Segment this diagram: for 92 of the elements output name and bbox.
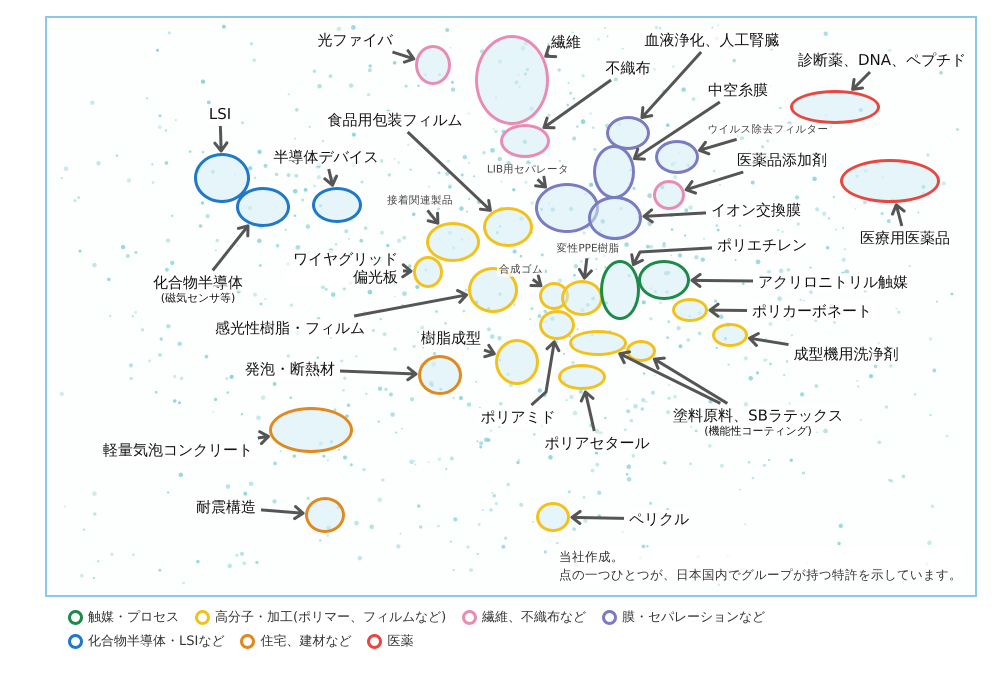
category-note: (機能性コーティング) (702, 424, 814, 438)
cluster-ellipse (535, 183, 599, 233)
legend-label: 住宅、建材など (260, 633, 352, 650)
arrow (630, 246, 712, 266)
category-label: 食品用包装フィルム (326, 111, 464, 129)
arrow (708, 302, 748, 318)
cluster-ellipse (415, 45, 451, 85)
cluster-ellipse (653, 180, 685, 210)
cluster-ellipse (194, 153, 250, 203)
cluster-ellipse (413, 256, 443, 288)
category-label: 発泡・断熱材 (243, 360, 337, 378)
arrow (530, 340, 560, 406)
legend-label: 繊維、不織布など (482, 609, 586, 626)
category-label: 樹脂成型 (419, 329, 483, 347)
arrow (406, 130, 492, 212)
arrow (684, 170, 744, 195)
arrow (851, 70, 872, 91)
arrow (323, 168, 338, 187)
cluster-ellipse (638, 260, 690, 300)
arrow (748, 332, 789, 347)
category-label: ポリアセタール (542, 434, 652, 452)
cluster-ellipse (558, 364, 606, 390)
category-label: ワイヤグリッド偏光板 (286, 250, 400, 286)
category-label: 感光性樹脂・フィルム (213, 319, 367, 337)
cluster-ellipse (655, 140, 699, 174)
legend-label: 膜・セパレーションなど (622, 609, 766, 626)
cluster-ellipse (600, 260, 640, 320)
arrow (212, 224, 250, 272)
arrow (213, 126, 228, 152)
category-label: 成型機用洗浄剤 (792, 345, 900, 363)
arrow (544, 45, 558, 58)
cluster-ellipse (236, 187, 290, 227)
category-label: 医薬品添加剤 (735, 151, 829, 169)
category-label: 接着関連製品 (385, 194, 455, 208)
cluster-ellipse (606, 116, 650, 150)
category-label: 医療用医薬品 (858, 229, 952, 247)
cluster-ellipse (539, 310, 575, 340)
arrow (401, 263, 413, 278)
arrow (642, 208, 706, 224)
arrow (632, 100, 721, 161)
arrow (354, 289, 468, 318)
cluster-ellipse (672, 298, 708, 322)
legend-label: 医薬 (387, 633, 414, 650)
cluster-ellipse (593, 145, 635, 199)
arrow (392, 49, 416, 64)
arrow (340, 366, 418, 382)
arrow (578, 258, 593, 280)
cluster-ellipse (483, 207, 533, 247)
legend-label: 化合物半導体・LSIなど (88, 633, 224, 650)
arrow (652, 356, 728, 405)
arrow (690, 272, 754, 288)
arrow (534, 176, 548, 189)
cluster-ellipse (626, 340, 656, 362)
category-label: 不織布 (604, 59, 652, 77)
cluster-ellipse (426, 222, 480, 262)
category-label: 繊維 (549, 33, 583, 51)
legend-label: 高分子・加工(ポリマー、フィルムなど) (215, 609, 446, 626)
cluster-ellipse (588, 196, 642, 240)
category-label: ペリクル (627, 510, 691, 528)
arrow (483, 344, 496, 358)
cluster-ellipse (312, 187, 362, 223)
arrow (426, 209, 440, 225)
category-label: 耐震構造 (194, 498, 258, 516)
arrow (542, 78, 612, 130)
category-label: イオン交換膜 (709, 201, 803, 219)
cluster-ellipse (500, 124, 550, 158)
cluster-ellipse (418, 355, 462, 395)
category-label: 中空糸膜 (706, 81, 770, 99)
category-label: 血液浄化、人工腎臓 (642, 31, 782, 49)
cluster-ellipse (561, 280, 603, 316)
arrow (258, 430, 270, 446)
cluster-ellipse (495, 339, 539, 385)
category-label: ポリエチレン (715, 236, 809, 254)
category-label: 合成ゴム (497, 264, 545, 276)
legend-label: 触媒・プロセス (88, 609, 179, 626)
cluster-ellipse (712, 323, 748, 347)
arrow (580, 390, 596, 432)
arrow (618, 350, 721, 405)
arrow (640, 51, 702, 120)
category-label: 半導体デバイス (272, 148, 380, 166)
arrow (529, 274, 542, 288)
category-note: (磁気センサ等) (158, 291, 238, 305)
arrow (260, 505, 305, 520)
arrow (698, 138, 738, 156)
cluster-ellipse (569, 330, 627, 356)
category-label: 化合物半導体 (151, 273, 245, 292)
category-label: ウイルス除去フィルター (706, 124, 830, 136)
category-label: 光ファイバ (316, 31, 394, 49)
cluster-ellipse (305, 497, 345, 533)
arrow (570, 510, 624, 525)
cluster-ellipse (536, 502, 570, 532)
arrow (891, 203, 906, 226)
